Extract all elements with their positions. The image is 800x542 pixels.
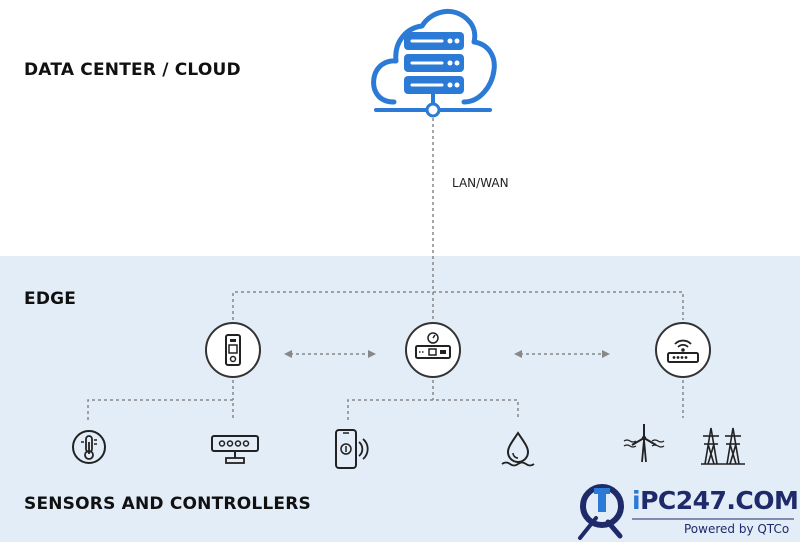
sensors-tier-label: SENSORS AND CONTROLLERS <box>24 494 311 514</box>
edge-node-router[interactable] <box>655 322 711 378</box>
cloud-server-icon <box>371 9 497 118</box>
power-tower-icon <box>701 427 745 465</box>
cloud-tier-label: DATA CENTER / CLOUD <box>24 60 241 80</box>
edge-gateway-icon <box>415 332 451 359</box>
brand-i-letter: i <box>632 486 641 515</box>
edge-node-industrial-pc[interactable] <box>205 322 261 378</box>
temperature-sensor-icon <box>72 430 106 464</box>
edge-tier-label: EDGE <box>24 289 77 309</box>
pc-sensor-branch <box>87 399 234 420</box>
controller-module-icon <box>211 435 259 464</box>
edge-tier-band <box>0 256 800 542</box>
water-drop-icon <box>501 431 535 467</box>
brand-tagline: Powered by QTCo <box>684 522 790 536</box>
lan-wan-label: LAN/WAN <box>452 176 509 190</box>
ipc247-logo-mark-icon <box>578 484 624 540</box>
edge-bus-line <box>232 291 684 320</box>
gateway-sensor-branch <box>347 399 519 420</box>
smartphone-nfc-icon <box>335 429 369 469</box>
brand-rest: PC247.COM <box>640 486 799 515</box>
industrial-pc-icon <box>225 334 241 366</box>
logo-divider <box>632 518 794 520</box>
router-icon <box>667 339 699 363</box>
ipc247-logo[interactable]: iPC247.COM Powered by QTCo <box>566 478 800 542</box>
brand-name: iPC247.COM <box>632 486 799 515</box>
wind-turbine-icon <box>623 424 665 463</box>
edge-node-gateway[interactable] <box>405 322 461 378</box>
